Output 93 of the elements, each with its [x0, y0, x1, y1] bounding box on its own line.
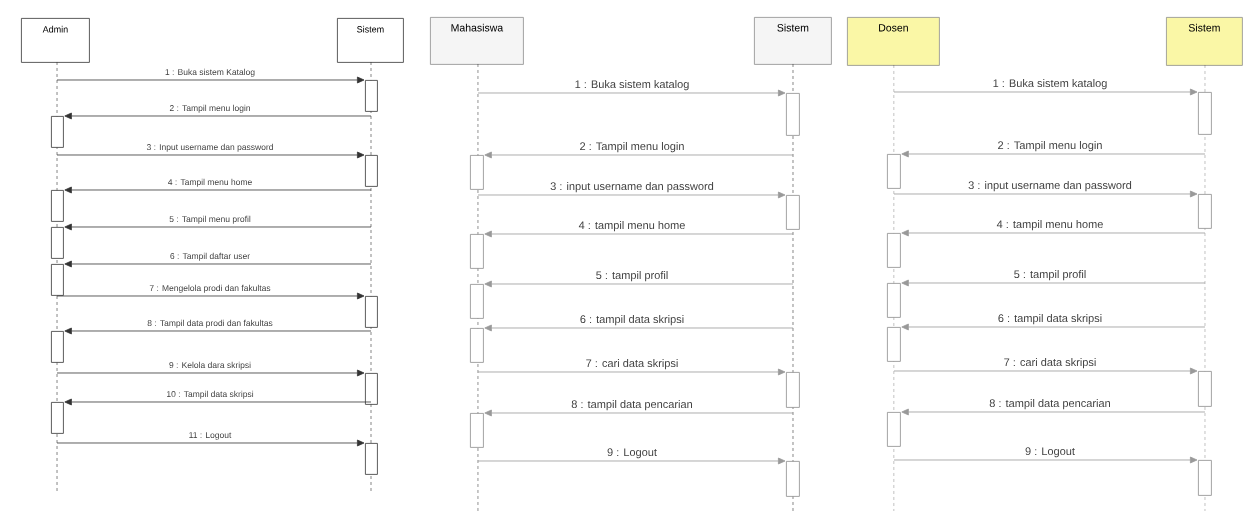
activation-bar: [470, 234, 484, 269]
edge-label: 8 : Tampil data prodi dan fakultas: [146, 318, 274, 329]
edge-label: 2 : Tampil menu login: [996, 140, 1104, 153]
message-arrow: [893, 190, 1198, 198]
message-arrow: [64, 260, 372, 268]
message-arrow: [893, 88, 1198, 96]
edge-label: 9 : Logout: [1024, 446, 1076, 459]
activation-bar: [786, 195, 800, 230]
edge-label: 4 : tampil menu home: [995, 219, 1105, 232]
edge-label: 8 : tampil data pencarian: [570, 399, 694, 412]
message-arrow: [901, 408, 1206, 416]
edge-label: 1 : Buka sistem Katalog: [163, 67, 257, 78]
activation-bar: [786, 372, 800, 408]
lifeline-header: Admin: [21, 18, 90, 63]
lifeline-header: Mahasiswa: [430, 17, 524, 65]
message-arrow: [56, 369, 365, 377]
message-arrow: [484, 230, 794, 238]
message-arrow: [56, 76, 365, 84]
edge-label: 4 : tampil menu home: [577, 220, 687, 233]
activation-bar: [887, 154, 901, 189]
lifeline-header: Sistem: [754, 17, 832, 65]
edge-label: 5 : tampil profil: [594, 270, 670, 283]
edge-label: 5 : Tampil menu profil: [168, 214, 252, 225]
edge-label: 10 : Tampil data skripsi: [165, 389, 255, 400]
activation-bar: [51, 116, 64, 148]
edge-label: 8 : tampil data pencarian: [988, 398, 1112, 411]
edge-label: 9 : Logout: [606, 447, 658, 460]
edge-label: 6 : tampil data skripsi: [996, 313, 1104, 326]
edge-label: 7 : Mengelola prodi dan fakultas: [148, 283, 272, 294]
activation-bar: [51, 331, 64, 363]
activation-bar: [1198, 371, 1212, 407]
message-arrow: [901, 323, 1206, 331]
lifeline-header: Dosen: [847, 17, 940, 66]
edge-label: 2 : Tampil menu login: [578, 141, 686, 154]
edge-label: 9 : Kelola dara skripsi: [168, 360, 253, 371]
activation-bar: [470, 284, 484, 319]
activation-bar: [365, 373, 378, 405]
activation-bar: [470, 155, 484, 190]
activation-bar: [786, 461, 800, 497]
edge-label: 3 : input username dan password: [549, 181, 715, 194]
activation-bar: [1198, 92, 1212, 135]
edge-label: 4 : Tampil menu home: [166, 177, 254, 188]
activation-bar: [887, 233, 901, 268]
message-arrow: [64, 327, 372, 335]
activation-bar: [887, 283, 901, 318]
message-arrow: [477, 368, 786, 376]
message-arrow: [477, 89, 786, 97]
message-arrow: [484, 280, 794, 288]
message-arrow: [64, 186, 372, 194]
activation-bar: [365, 296, 378, 328]
edge-label: 11 : Logout: [187, 431, 233, 441]
edge-label: 3 : Input username dan password: [145, 142, 275, 153]
edge-label: 6 : tampil data skripsi: [578, 314, 686, 327]
activation-bar: [887, 327, 901, 362]
edge-label: 7 : cari data skripsi: [584, 358, 680, 371]
edge-label: 1 : Buka sistem katalog: [573, 79, 691, 92]
edge-label: 1 : Buka sistem katalog: [991, 78, 1109, 91]
activation-bar: [786, 93, 800, 136]
activation-bar: [365, 443, 378, 475]
message-arrow: [64, 223, 372, 231]
activation-bar: [1198, 194, 1212, 229]
message-arrow: [901, 279, 1206, 287]
activation-bar: [365, 80, 378, 112]
activation-bar: [470, 328, 484, 363]
message-arrow: [901, 229, 1206, 237]
edge-label: 5 : tampil profil: [1012, 269, 1088, 282]
message-arrow: [477, 191, 786, 199]
message-arrow: [64, 112, 372, 120]
message-arrow: [64, 398, 372, 406]
message-arrow: [56, 439, 365, 447]
edge-label: 2 : Tampil menu login: [168, 103, 252, 114]
lifeline-header: Sistem: [337, 18, 404, 63]
message-arrow: [484, 324, 794, 332]
message-arrow: [901, 150, 1206, 158]
activation-bar: [470, 413, 484, 448]
message-arrow: [56, 151, 365, 159]
edge-label: 3 : input username dan password: [967, 180, 1133, 193]
lifeline-header: Sistem: [1166, 17, 1243, 66]
edge-label: 6 : Tampil daftar user: [168, 251, 252, 262]
activation-bar: [365, 155, 378, 187]
activation-bar: [51, 402, 64, 434]
message-arrow: [484, 409, 794, 417]
message-arrow: [484, 151, 794, 159]
activation-bar: [51, 264, 64, 296]
activation-bar: [51, 227, 64, 259]
edge-label: 7 : cari data skripsi: [1002, 357, 1098, 370]
message-arrow: [477, 457, 786, 465]
message-arrow: [893, 456, 1198, 464]
activation-bar: [51, 190, 64, 222]
activation-bar: [887, 412, 901, 447]
message-arrow: [56, 292, 365, 300]
message-arrow: [893, 367, 1198, 375]
activation-bar: [1198, 460, 1212, 496]
